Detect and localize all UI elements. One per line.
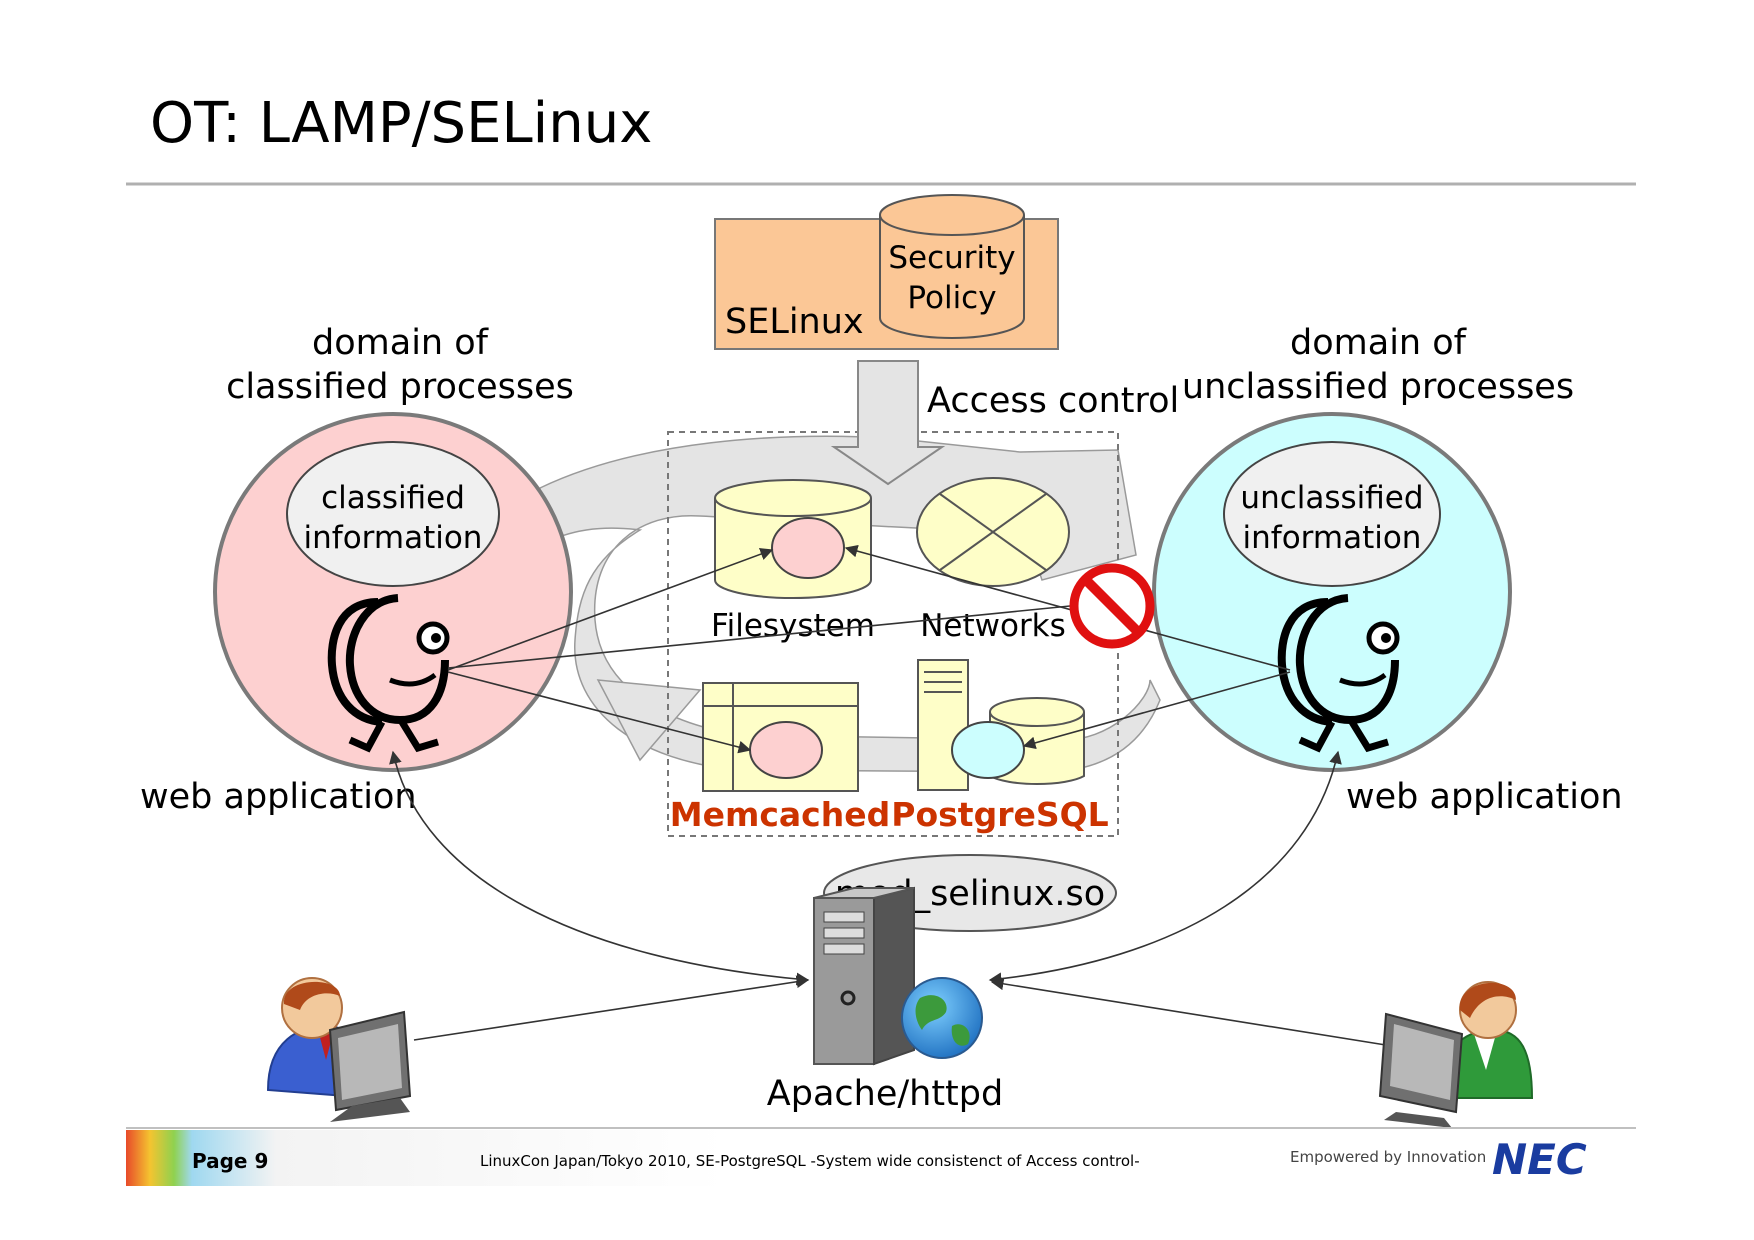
footer-caption: LinuxCon Japan/Tokyo 2010, SE-PostgreSQL… xyxy=(480,1152,1140,1170)
memcached-node xyxy=(702,682,859,792)
classified-info-line2: information xyxy=(304,520,483,556)
classified-information-bubble xyxy=(286,441,500,587)
right-domain-line2: unclassified processes xyxy=(1182,367,1574,407)
postgresql-unclassified-data xyxy=(951,721,1025,779)
filesystem-label: Filesystem xyxy=(711,608,875,644)
left-web-application-label: web application xyxy=(140,777,417,817)
memcached-label: Memcached xyxy=(670,795,891,834)
filesystem-cylinder xyxy=(714,479,872,599)
selinux-label: SELinux xyxy=(725,302,864,342)
postgresql-label: PostgreSQL xyxy=(891,795,1108,834)
right-web-application-label: web application xyxy=(1346,777,1623,817)
unclassified-info-line1: unclassified xyxy=(1240,480,1423,516)
left-domain-line2: classified processes xyxy=(226,367,574,407)
security-policy-cylinder: Security Policy xyxy=(879,194,1025,339)
footer-tagline: Empowered by Innovation xyxy=(1290,1148,1486,1166)
selinux-box: SELinux Security Policy xyxy=(714,194,1059,350)
footer-color-strip xyxy=(126,1130,726,1186)
request-arrows xyxy=(389,750,1393,1047)
unclassified-information-bubble xyxy=(1223,441,1441,587)
left-domain-line1: domain of xyxy=(312,323,489,363)
prohibited-icon xyxy=(1069,563,1155,649)
memcached-classified-data xyxy=(749,721,823,779)
right-domain-line1: domain of xyxy=(1290,323,1467,363)
filesystem-classified-data xyxy=(771,517,845,579)
security-policy-line2: Policy xyxy=(907,280,996,316)
networks-node xyxy=(916,477,1070,587)
right-process-character-icon xyxy=(1277,594,1400,753)
access-control-arrow xyxy=(830,360,946,486)
server-globe-icon xyxy=(813,886,983,1066)
left-process-character-icon xyxy=(327,594,450,753)
right-user-computer-icon xyxy=(1378,981,1534,1128)
footer-page: Page 9 xyxy=(192,1149,268,1173)
security-policy-line1: Security xyxy=(888,240,1015,276)
apache-httpd-label: Apache/httpd xyxy=(767,1074,1003,1114)
left-user-computer-icon xyxy=(266,977,412,1122)
page-title: OT: LAMP/SELinux xyxy=(150,91,652,156)
classified-info-line1: classified xyxy=(321,480,465,516)
unclassified-info-line2: information xyxy=(1243,520,1422,556)
nec-logo: NEC xyxy=(1492,1135,1587,1184)
access-arrows xyxy=(447,544,1291,754)
postgresql-node xyxy=(917,659,1085,791)
access-control-label: Access control xyxy=(927,381,1179,421)
